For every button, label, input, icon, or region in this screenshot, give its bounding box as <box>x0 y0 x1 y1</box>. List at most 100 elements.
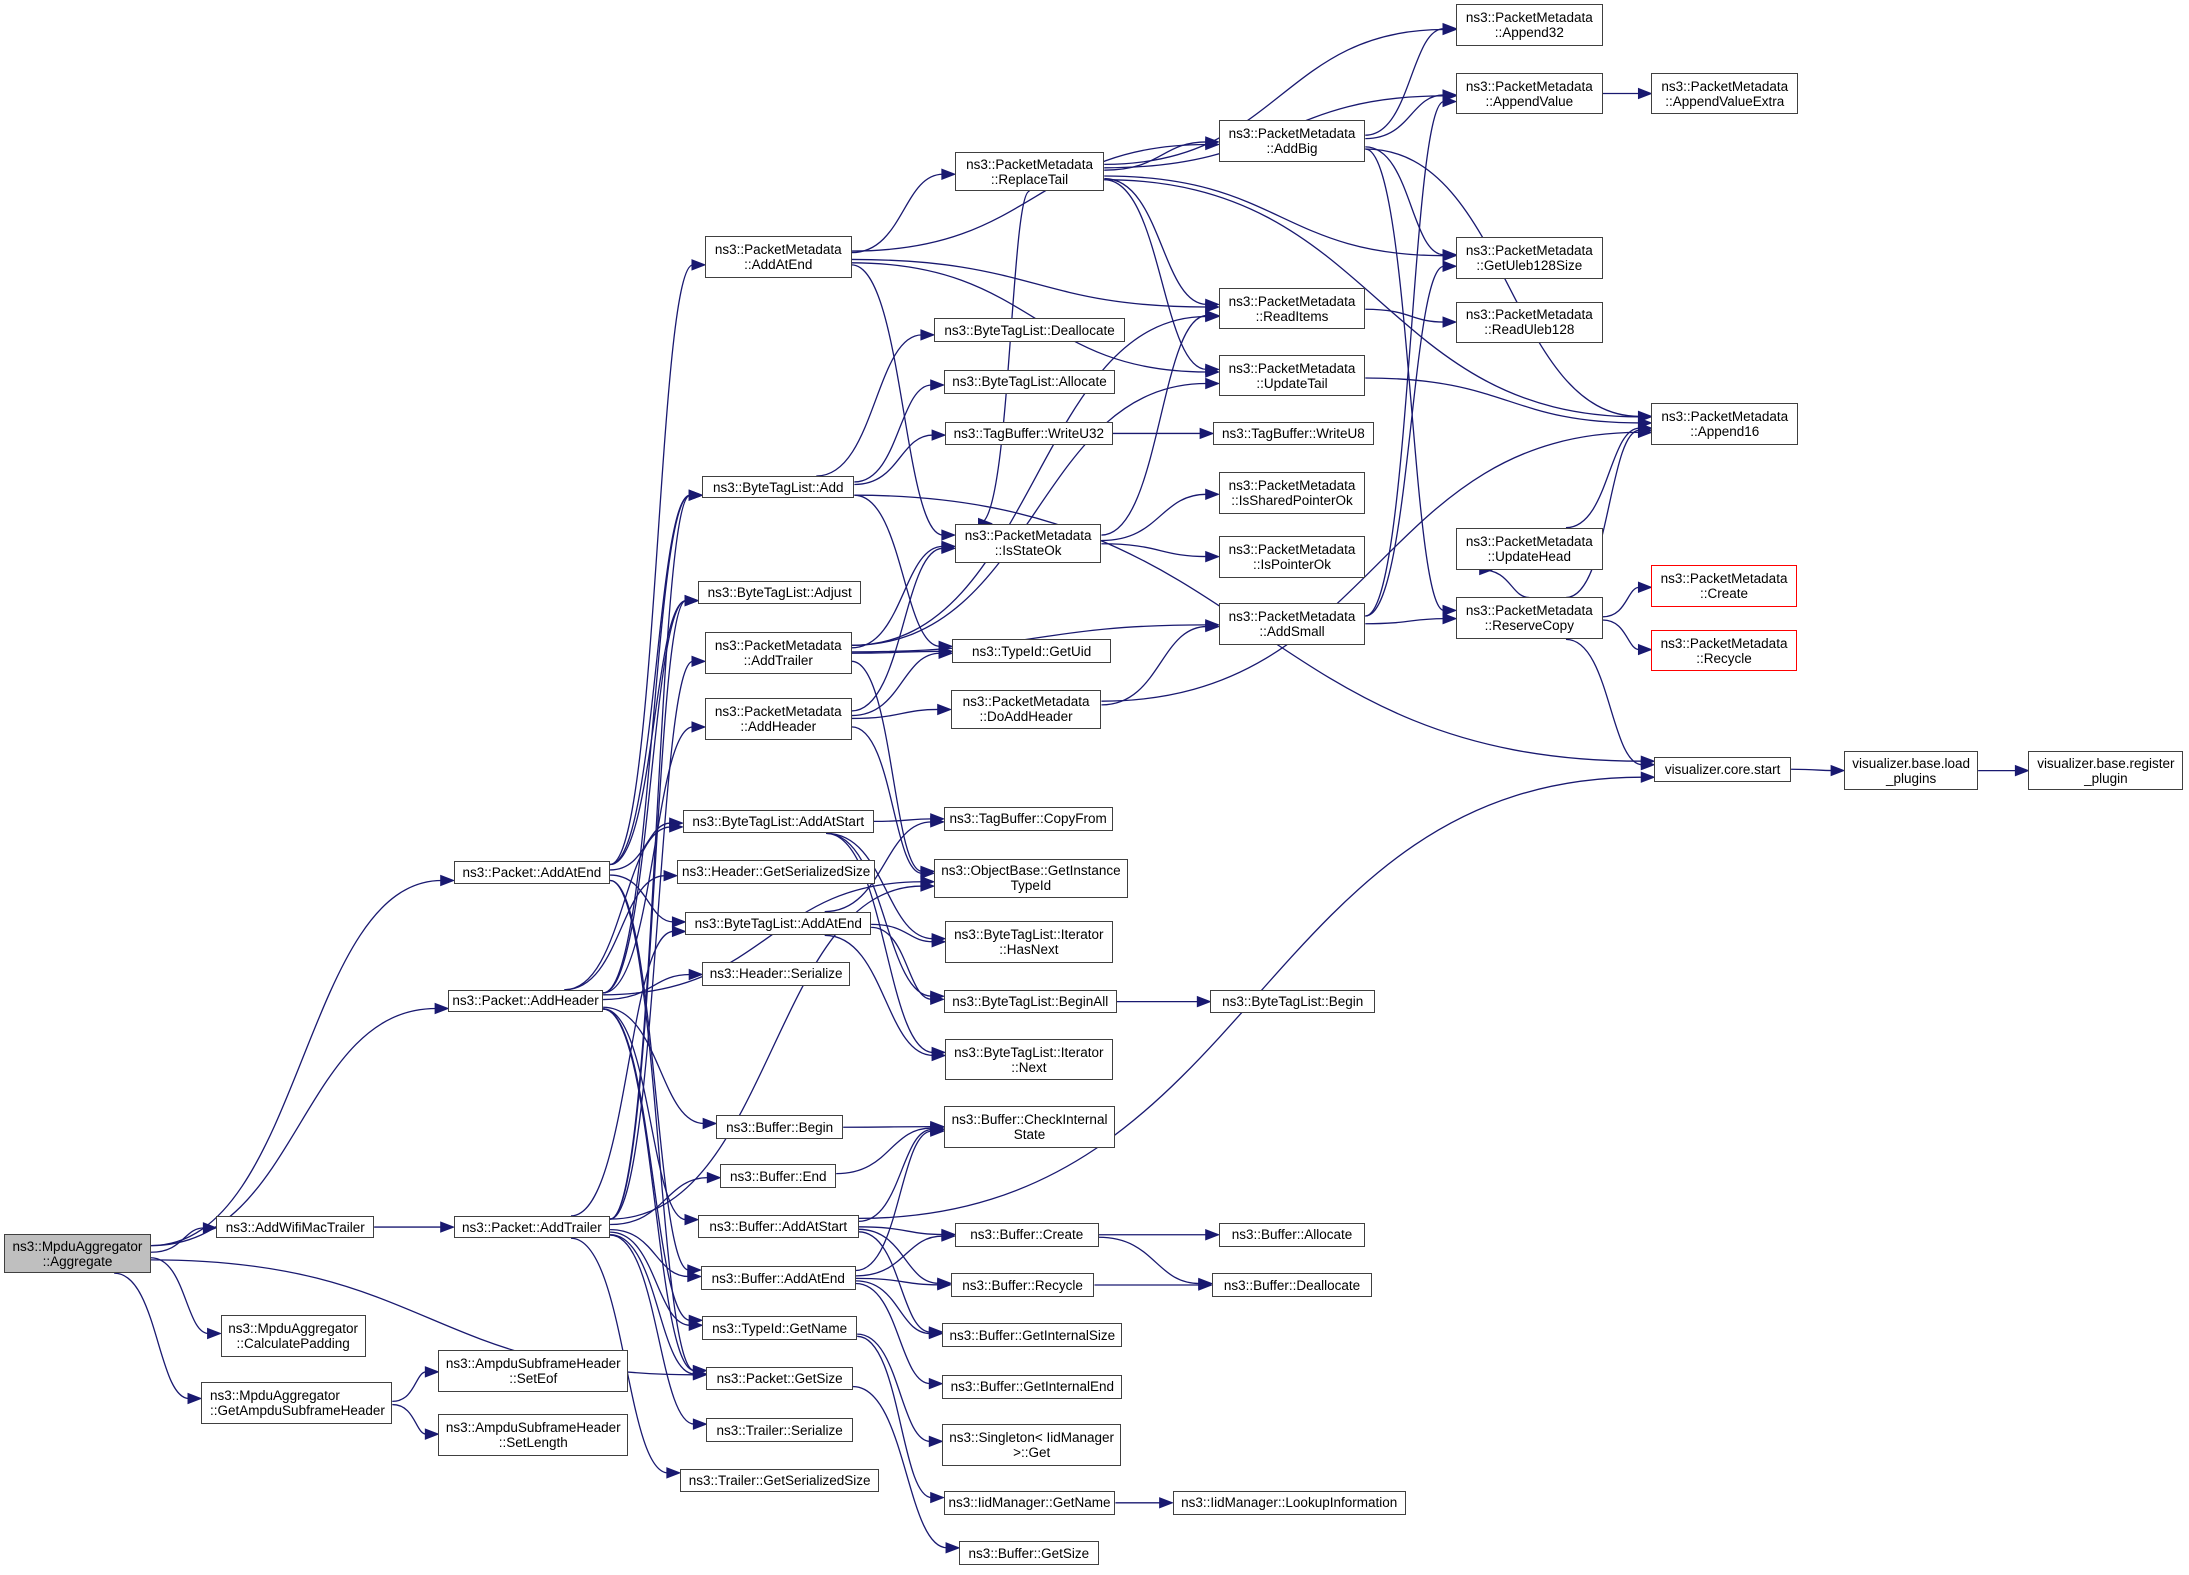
node-buffer-check-internal-state[interactable]: ns3::Buffer::CheckInternal State <box>943 1105 1116 1148</box>
node-pm-add-big[interactable]: ns3::PacketMetadata ::AddBig <box>1218 120 1366 162</box>
node-pm-add-header[interactable]: ns3::PacketMetadata ::AddHeader <box>704 698 852 740</box>
node-pm-is-shared-pointer-ok[interactable]: ns3::PacketMetadata ::IsSharedPointerOk <box>1218 471 1366 514</box>
edge-pmReplaceTail-to-pmUpdateTail <box>1104 179 1207 371</box>
node-pm-append32[interactable]: ns3::PacketMetadata ::Append32 <box>1456 4 1603 47</box>
node-pm-replace-tail[interactable]: ns3::PacketMetadata ::ReplaceTail <box>954 152 1105 192</box>
arrowhead-icon <box>1442 260 1458 272</box>
arrowhead-icon <box>931 936 947 948</box>
node-packet-add-trailer[interactable]: ns3::Packet::AddTrailer <box>453 1215 611 1239</box>
node-object-base-get-instance-type-id[interactable]: ns3::ObjectBase::GetInstance TypeId <box>933 858 1128 898</box>
node-iid-get-name[interactable]: ns3::IidManager::GetName <box>943 1490 1116 1515</box>
edge-pmAddHeader-to-pmIsStateOk <box>851 547 943 712</box>
node-tag-buffer-write-u32[interactable]: ns3::TagBuffer::WriteU32 <box>945 421 1113 446</box>
node-pm-update-head[interactable]: ns3::PacketMetadata ::UpdateHead <box>1456 527 1603 570</box>
edge-packetAddTrailer-to-typeIdGetName <box>610 1231 691 1326</box>
arrowhead-icon <box>684 1213 700 1226</box>
node-buffer-recycle[interactable]: ns3::Buffer::Recycle <box>950 1273 1095 1297</box>
edge-bufferAddAtEnd-to-bufferCheckInternalState <box>855 1130 932 1272</box>
arrowhead-icon <box>687 1270 703 1283</box>
arrowhead-icon <box>930 1125 946 1137</box>
node-buffer-add-at-start[interactable]: ns3::Buffer::AddAtStart <box>698 1214 859 1239</box>
node-set-eof[interactable]: ns3::AmpduSubframeHeader ::SetEof <box>438 1349 629 1392</box>
node-tag-buffer-copy-from[interactable]: ns3::TagBuffer::CopyFrom <box>943 806 1113 831</box>
node-aggregate[interactable]: ns3::MpduAggregator ::Aggregate <box>4 1234 151 1274</box>
node-get-ampdu-subframe-header[interactable]: ns3::MpduAggregator ::GetAmpduSubframeHe… <box>201 1382 393 1424</box>
edge-pmAddSmall-to-pmGetUleb128Size <box>1365 265 1445 617</box>
node-iterator-has-next[interactable]: ns3::ByteTagList::Iterator ::HasNext <box>945 921 1113 964</box>
node-singleton-get[interactable]: ns3::Singleton< IidManager >::Get <box>942 1423 1121 1466</box>
node-packet-add-header[interactable]: ns3::Packet::AddHeader <box>448 989 604 1013</box>
node-label: ns3::Buffer::Allocate <box>1231 1227 1353 1243</box>
node-header-serialize[interactable]: ns3::Header::Serialize <box>702 961 851 986</box>
node-pm-add-at-end[interactable]: ns3::PacketMetadata ::AddAtEnd <box>704 235 852 278</box>
node-pm-add-small[interactable]: ns3::PacketMetadata ::AddSmall <box>1218 603 1366 645</box>
node-label: ns3::TypeId::GetUid <box>971 643 1092 659</box>
node-btl-add-at-start[interactable]: ns3::ByteTagList::AddAtStart <box>682 809 874 834</box>
node-pm-do-add-header[interactable]: ns3::PacketMetadata ::DoAddHeader <box>950 689 1102 729</box>
node-pm-reserve-copy[interactable]: ns3::PacketMetadata ::ReserveCopy <box>1456 597 1603 640</box>
node-pm-read-items[interactable]: ns3::PacketMetadata ::ReadItems <box>1218 287 1366 330</box>
node-tag-buffer-write-u8[interactable]: ns3::TagBuffer::WriteU8 <box>1213 421 1374 446</box>
arrowhead-icon <box>1205 136 1221 148</box>
node-buffer-get-internal-end[interactable]: ns3::Buffer::GetInternalEnd <box>942 1375 1123 1399</box>
edge-btlAddAtStart-to-iteratorHasNext <box>826 832 934 940</box>
node-type-id-get-name[interactable]: ns3::TypeId::GetName <box>702 1316 858 1341</box>
node-label: ns3::TypeId::GetName <box>712 1320 848 1336</box>
node-buffer-get-internal-size[interactable]: ns3::Buffer::GetInternalSize <box>942 1323 1123 1348</box>
node-add-wifi-mac-trailer[interactable]: ns3::AddWifiMacTrailer <box>216 1215 375 1239</box>
node-btl-allocate[interactable]: ns3::ByteTagList::Allocate <box>943 369 1116 394</box>
node-trailer-get-serialized-size[interactable]: ns3::Trailer::GetSerializedSize <box>679 1468 880 1493</box>
edge-bufferAddAtEnd-to-bufferGetInternalSize <box>855 1280 931 1335</box>
node-pm-read-uleb128[interactable]: ns3::PacketMetadata ::ReadUleb128 <box>1456 301 1603 344</box>
node-header-get-serialized-size[interactable]: ns3::Header::GetSerializedSize <box>677 859 876 884</box>
node-btl-begin[interactable]: ns3::ByteTagList::Begin <box>1210 989 1376 1014</box>
arrowhead-icon <box>688 1319 704 1331</box>
node-pm-create[interactable]: ns3::PacketMetadata ::Create <box>1651 565 1797 608</box>
node-pm-add-trailer[interactable]: ns3::PacketMetadata ::AddTrailer <box>704 632 852 675</box>
node-set-length[interactable]: ns3::AmpduSubframeHeader ::SetLength <box>438 1414 629 1457</box>
node-pm-append-value[interactable]: ns3::PacketMetadata ::AppendValue <box>1456 72 1603 115</box>
node-buffer-create[interactable]: ns3::Buffer::Create <box>954 1222 1099 1247</box>
node-viz-load-plugins[interactable]: visualizer.base.load _plugins <box>1844 751 1979 791</box>
node-pm-recycle[interactable]: ns3::PacketMetadata ::Recycle <box>1651 629 1797 672</box>
node-iid-lookup-information[interactable]: ns3::IidManager::LookupInformation <box>1172 1490 1406 1515</box>
edge-pmAddBig-to-pmAppend16 <box>1365 148 1640 418</box>
node-pm-get-uleb128-size[interactable]: ns3::PacketMetadata ::GetUleb128Size <box>1456 237 1603 280</box>
node-label: visualizer.core.start <box>1664 761 1781 777</box>
node-buffer-end[interactable]: ns3::Buffer::End <box>720 1164 837 1188</box>
arrowhead-icon <box>1442 22 1458 35</box>
node-btl-begin-all[interactable]: ns3::ByteTagList::BeginAll <box>943 989 1117 1014</box>
node-trailer-serialize[interactable]: ns3::Trailer::Serialize <box>706 1418 853 1443</box>
node-btl-add[interactable]: ns3::ByteTagList::Add <box>702 476 855 499</box>
edge-packetAddAtEnd-to-bufferAddAtEnd <box>609 879 690 1271</box>
arrowhead-icon <box>937 703 953 716</box>
node-buffer-begin[interactable]: ns3::Buffer::Begin <box>716 1115 844 1140</box>
node-btl-deallocate[interactable]: ns3::ByteTagList::Deallocate <box>933 318 1126 342</box>
node-viz-register-plugin[interactable]: visualizer.base.register _plugin <box>2028 751 2184 791</box>
node-iterator-next[interactable]: ns3::ByteTagList::Iterator ::Next <box>945 1038 1113 1081</box>
node-calculate-padding[interactable]: ns3::MpduAggregator ::CalculatePadding <box>220 1315 366 1357</box>
arrowhead-icon <box>1205 377 1221 390</box>
edge-pmReadItems-to-pmReadUleb128 <box>1365 308 1445 323</box>
edge-pmReplaceTail-to-pmReadItems <box>1104 177 1207 306</box>
node-pm-update-tail[interactable]: ns3::PacketMetadata ::UpdateTail <box>1218 354 1366 397</box>
node-packet-get-size[interactable]: ns3::Packet::GetSize <box>706 1366 853 1391</box>
node-buffer-get-size[interactable]: ns3::Buffer::GetSize <box>959 1541 1099 1565</box>
node-btl-add-at-end[interactable]: ns3::ByteTagList::AddAtEnd <box>685 911 872 936</box>
arrowhead-icon <box>931 1049 947 1062</box>
node-label: ns3::IidManager::GetName <box>948 1495 1111 1511</box>
node-buffer-allocate[interactable]: ns3::Buffer::Allocate <box>1218 1222 1366 1247</box>
node-btl-adjust[interactable]: ns3::ByteTagList::Adjust <box>698 580 862 605</box>
edge-btlAddAtEnd-to-btlBeginAll <box>871 926 932 1000</box>
node-type-id-get-uid[interactable]: ns3::TypeId::GetUid <box>952 639 1112 664</box>
node-pm-is-state-ok[interactable]: ns3::PacketMetadata ::IsStateOk <box>954 523 1102 563</box>
edge-pmReplaceTail-to-pmAddBig <box>1104 141 1207 171</box>
node-buffer-add-at-end[interactable]: ns3::Buffer::AddAtEnd <box>700 1266 856 1290</box>
node-viz-core-start[interactable]: visualizer.core.start <box>1654 756 1792 782</box>
node-pm-append16[interactable]: ns3::PacketMetadata ::Append16 <box>1651 403 1799 446</box>
node-buffer-deallocate[interactable]: ns3::Buffer::Deallocate <box>1211 1273 1373 1297</box>
node-pm-is-pointer-ok[interactable]: ns3::PacketMetadata ::IsPointerOk <box>1218 536 1366 578</box>
node-pm-append-value-extra[interactable]: ns3::PacketMetadata ::AppendValueExtra <box>1651 72 1799 115</box>
node-packet-add-at-end[interactable]: ns3::Packet::AddAtEnd <box>453 861 611 884</box>
arrowhead-icon <box>1637 424 1653 436</box>
